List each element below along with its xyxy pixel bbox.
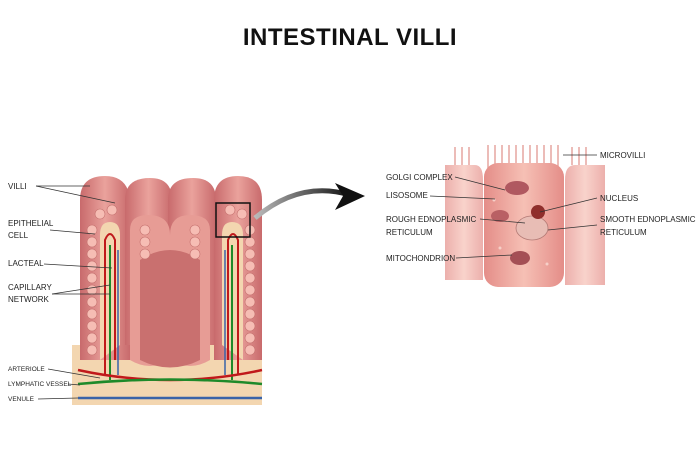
label-capillary-network: CAPILLARY bbox=[8, 283, 53, 292]
arrow-icon bbox=[253, 188, 351, 220]
nucleus bbox=[531, 205, 545, 219]
diagram-title: INTESTINAL VILLI bbox=[242, 24, 458, 51]
label-epithelial-cell-2: CELL bbox=[8, 231, 29, 240]
label-villi: VILLI bbox=[8, 182, 27, 191]
mitochondrion-upper bbox=[491, 210, 509, 222]
label-nucleus: NUCLEUS bbox=[600, 194, 638, 203]
label-golgi-complex: GOLGI COMPLEX bbox=[386, 173, 453, 182]
label-rough-er: ROUGH EDNOPLASMIC bbox=[386, 215, 476, 224]
label-lymphatic-vessel: LYMPHATIC VESSEL bbox=[8, 381, 72, 388]
golgi-complex bbox=[505, 181, 529, 195]
label-microvilli: MICROVILLI bbox=[600, 151, 645, 160]
label-epithelial-cell: EPITHELIAL bbox=[8, 219, 54, 228]
label-capillary-network-2: NETWORK bbox=[8, 295, 50, 304]
label-venule: VENULE bbox=[8, 396, 35, 403]
mitochondrion bbox=[510, 251, 530, 265]
label-mitochondrion: MITOCHONDRION bbox=[386, 254, 455, 263]
label-smooth-er: SMOOTH EDNOPLASMIC bbox=[600, 215, 696, 224]
reticulum bbox=[515, 215, 549, 241]
label-smooth-er-2: RETICULUM bbox=[600, 228, 647, 237]
zoom-box bbox=[215, 202, 251, 238]
cell-diagram bbox=[445, 145, 605, 287]
label-arteriole: ARTERIOLE bbox=[8, 366, 45, 373]
villi-group bbox=[77, 176, 263, 400]
label-rough-er-2: RETICULUM bbox=[386, 228, 433, 237]
label-lisosome: LISOSOME bbox=[386, 191, 428, 200]
label-lacteal: LACTEAL bbox=[8, 259, 44, 268]
